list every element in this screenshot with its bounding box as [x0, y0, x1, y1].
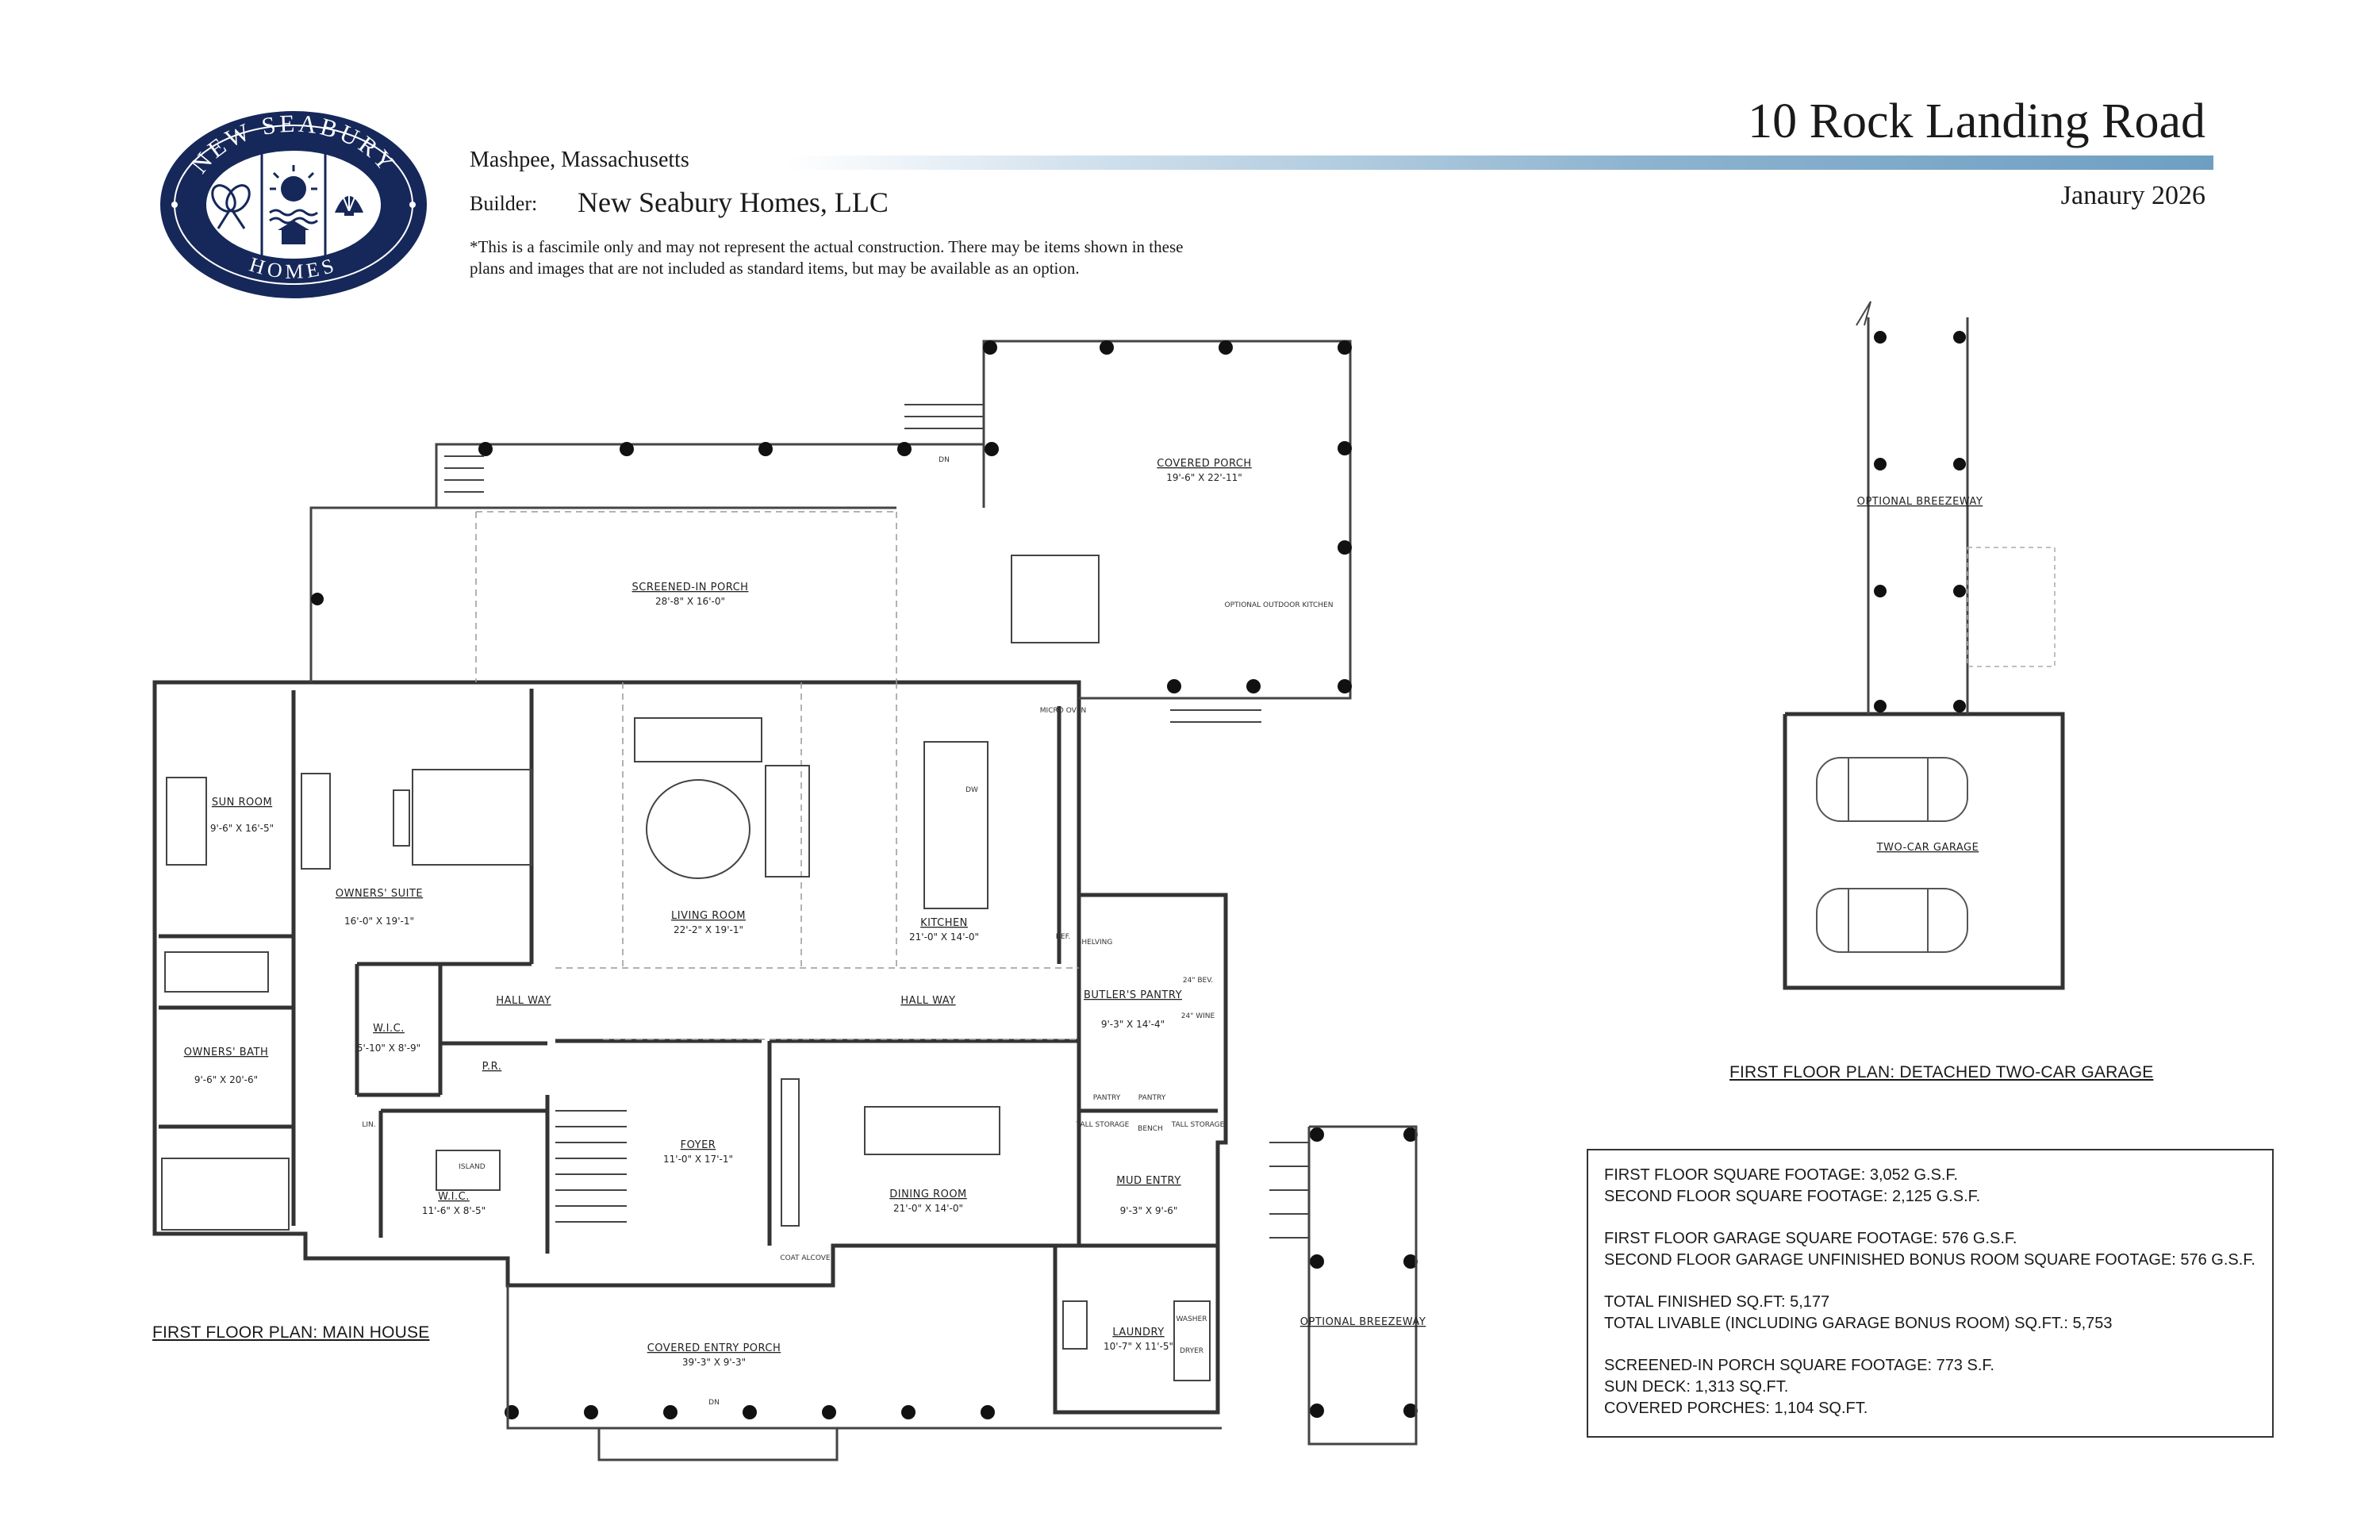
label-optional-outdoor-kitchen: OPTIONAL OUTDOOR KITCHEN — [1225, 601, 1334, 609]
label-covered-entry-porch: COVERED ENTRY PORCH — [647, 1342, 781, 1354]
sqft-covered-porches: COVERED PORCHES: 1,104 SQ.FT. — [1604, 1400, 1868, 1417]
builder-name: New Seabury Homes, LLC — [578, 186, 889, 218]
label-optional-breezeway-garage: OPTIONAL BREEZEWAY — [1857, 496, 1983, 508]
screened-porch-outline — [309, 506, 896, 682]
sqft-total-livable: TOTAL LIVABLE (INCLUDING GARAGE BONUS RO… — [1604, 1315, 2113, 1332]
label-wine: 24" WINE — [1181, 1012, 1215, 1020]
label-hall-way-1: HALL WAY — [496, 995, 551, 1007]
label-covered-porch: COVERED PORCH — [1157, 458, 1251, 470]
sqft-bonus-room: SECOND FLOOR GARAGE UNFINISHED BONUS ROO… — [1604, 1251, 2255, 1269]
sqft-total-finished: TOTAL FINISHED SQ.FT: 5,177 — [1604, 1293, 1830, 1311]
dims-owners-suite: 16'-0" X 19'-1" — [344, 916, 414, 927]
dims-foyer: 11'-0" X 17'-1" — [663, 1154, 733, 1165]
dims-covered-porch: 19'-6" X 22'-11" — [1166, 472, 1242, 483]
bathtub — [164, 951, 269, 993]
label-two-car-garage: TWO-CAR GARAGE — [1876, 842, 1979, 854]
dims-wic-2: 11'-6" X 8'-5" — [422, 1205, 486, 1216]
label-kitchen: KITCHEN — [920, 917, 968, 929]
label-bench: BENCH — [1138, 1125, 1163, 1133]
label-hall-way-2: HALL WAY — [900, 995, 955, 1007]
label-pr: P.R. — [482, 1061, 502, 1073]
label-wic-1: W.I.C. — [373, 1023, 405, 1035]
sqft-garage: FIRST FLOOR GARAGE SQUARE FOOTAGE: 576 G… — [1604, 1230, 2017, 1247]
label-butlers-pantry: BUTLER'S PANTRY — [1084, 989, 1182, 1001]
dims-screened-porch: 28'-8" X 16'-0" — [655, 596, 725, 607]
label-lin: LIN. — [362, 1121, 375, 1129]
sqft-screened-porch: SCREENED-IN PORCH SQUARE FOOTAGE: 773 S.… — [1604, 1357, 1994, 1374]
label-coat-alcove: COAT ALCOVE — [780, 1254, 831, 1262]
label-bev: 24" BEV. — [1183, 977, 1213, 985]
label-optional-breezeway: OPTIONAL BREEZEWAY — [1300, 1316, 1426, 1328]
label-tall-storage-2: TALL STORAGE — [1171, 1121, 1225, 1129]
label-ref: REF. — [1056, 933, 1071, 941]
square-footage-box: FIRST FLOOR SQUARE FOOTAGE: 3,052 G.S.F.… — [1587, 1149, 2274, 1438]
dims-covered-entry-porch: 39'-3" X 9'-3" — [682, 1357, 746, 1368]
location: Mashpee, Massachusetts — [470, 148, 689, 172]
dims-wic-1: 5'-10" X 8'-9" — [357, 1043, 420, 1054]
sun-icon — [269, 165, 318, 244]
dims-dining-room: 21'-0" X 14'-0" — [893, 1203, 963, 1214]
label-dn-entry: DN — [708, 1399, 720, 1407]
seashell-icon — [335, 187, 363, 216]
dims-mud-entry: 9'-3" X 9'-6" — [1120, 1205, 1178, 1216]
outdoor-fireplace — [1011, 555, 1100, 643]
label-shelving: SHELVING — [1077, 939, 1113, 947]
label-dn: DN — [939, 456, 950, 464]
living-rug — [646, 779, 750, 879]
label-sun-room: SUN ROOM — [212, 797, 272, 808]
bed — [412, 769, 532, 866]
label-washer: WASHER — [1177, 1315, 1207, 1323]
dims-sun-room: 9'-6" X 16'-5" — [210, 823, 274, 834]
dims-laundry: 10'-7" X 11'-5" — [1104, 1341, 1173, 1352]
label-owners-suite: OWNERS' SUITE — [336, 888, 423, 900]
label-laundry: LAUNDRY — [1112, 1327, 1164, 1338]
covered-porch-outline — [435, 340, 1352, 700]
garage-cars — [1816, 757, 1968, 953]
label-dryer: DRYER — [1180, 1347, 1203, 1355]
label-foyer: FOYER — [681, 1139, 716, 1151]
kitchen-island — [923, 741, 988, 909]
dims-owners-bath: 9'-6" X 20'-6" — [194, 1074, 258, 1085]
sqft-first-floor: FIRST FLOOR SQUARE FOOTAGE: 3,052 G.S.F. — [1604, 1166, 1959, 1184]
porch-columns — [311, 340, 1418, 1419]
plan-date: Janaury 2026 — [2060, 181, 2205, 210]
label-wic-2: W.I.C. — [438, 1191, 470, 1203]
breezeway-outline — [1307, 1125, 1418, 1446]
caption-main-house: FIRST FLOOR PLAN: MAIN HOUSE — [152, 1323, 430, 1342]
sqft-second-floor: SECOND FLOOR SQUARE FOOTAGE: 2,125 G.S.F… — [1604, 1188, 1981, 1205]
dims-living-room: 22'-2" X 19'-1" — [674, 924, 743, 935]
dims-butlers-pantry: 9'-3" X 14'-4" — [1101, 1019, 1165, 1030]
page-title: 10 Rock Landing Road — [1748, 94, 2205, 148]
label-owners-bath: OWNERS' BATH — [184, 1047, 269, 1058]
dims-kitchen: 21'-0" X 14'-0" — [909, 931, 979, 943]
disclaimer: *This is a fascimile only and may not re… — [470, 237, 1184, 278]
sqft-sun-deck: SUN DECK: 1,313 SQ.FT. — [1604, 1378, 1789, 1396]
entry-porch-outline — [506, 1285, 1222, 1430]
header-gradient-bar — [785, 156, 2213, 170]
label-dining-room: DINING ROOM — [889, 1189, 967, 1200]
label-dw: DW — [965, 786, 978, 794]
label-pantry-1: PANTRY — [1093, 1094, 1121, 1102]
tennis-racket-icon — [211, 184, 251, 229]
label-island: ISLAND — [459, 1163, 485, 1171]
label-tall-storage-1: TALL STORAGE — [1076, 1121, 1130, 1129]
label-mud-entry: MUD ENTRY — [1116, 1175, 1180, 1187]
label-pantry-2: PANTRY — [1138, 1094, 1166, 1102]
caption-garage: FIRST FLOOR PLAN: DETACHED TWO-CAR GARAG… — [1729, 1063, 2154, 1081]
main-house-wall — [152, 680, 1228, 1415]
builder-label: Builder: — [470, 192, 538, 215]
dining-table — [864, 1106, 1000, 1155]
label-micro-oven: MICRO OVEN — [1040, 707, 1086, 715]
label-screened-porch: SCREENED-IN PORCH — [632, 582, 749, 593]
label-living-room: LIVING ROOM — [671, 910, 746, 922]
garage-wall — [1783, 712, 2065, 990]
new-seabury-homes-logo: NEW SEABURY HOMES — [160, 109, 427, 298]
